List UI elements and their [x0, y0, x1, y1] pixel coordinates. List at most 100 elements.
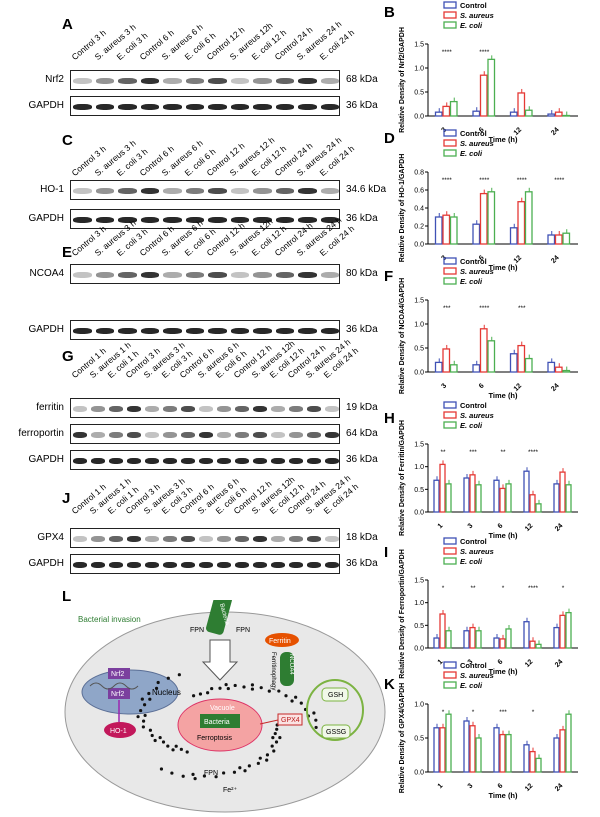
blot-band	[253, 536, 267, 542]
molecular-weight-label: 34.6 kDa	[346, 184, 387, 195]
gssg	[321, 724, 351, 739]
x-tick-label: 12	[524, 522, 535, 533]
blot-band	[217, 458, 231, 464]
nrf2-cytoplasm	[108, 668, 130, 679]
blot-band	[275, 217, 294, 223]
bar	[493, 479, 500, 513]
iron-dot	[314, 725, 318, 730]
panel-letter-i: I	[384, 544, 389, 561]
bar	[547, 234, 556, 245]
bar	[554, 111, 563, 117]
blot-band	[271, 458, 285, 464]
iron-dot	[275, 727, 279, 731]
blot-band	[217, 562, 231, 568]
blot-band	[145, 536, 159, 542]
bar	[529, 494, 536, 513]
blot-band	[181, 406, 195, 412]
blot-band	[181, 562, 195, 568]
y-tick-label: 0.0	[414, 242, 424, 249]
significance-label: ***	[499, 709, 507, 716]
bar	[553, 483, 560, 513]
bar	[523, 621, 530, 649]
blot-band	[140, 188, 159, 194]
blot-band	[320, 78, 339, 84]
fpn-label-b: FPN	[236, 627, 250, 634]
x-tick-label: 12	[513, 254, 524, 265]
iron-dot	[142, 703, 147, 707]
blot-band	[253, 328, 272, 334]
blot-band	[230, 188, 249, 194]
x-tick-label: 3	[467, 658, 475, 666]
blot-band	[73, 562, 87, 568]
y-axis-label: Relative Density of HO-1/GAPDH	[399, 154, 406, 263]
iron-dot	[147, 691, 151, 696]
blot-band	[298, 188, 317, 194]
bar	[445, 483, 452, 513]
blot-band	[208, 272, 227, 278]
panel-letter-d: D	[384, 130, 395, 147]
y-tick-label: 0.8	[414, 170, 424, 177]
blot-band	[253, 78, 272, 84]
blot-band	[95, 78, 114, 84]
iron-dot	[290, 699, 294, 703]
bar	[449, 100, 458, 117]
blot-strip	[70, 398, 340, 418]
blot-band	[140, 78, 159, 84]
blot-band	[325, 562, 339, 568]
bar	[499, 733, 506, 773]
vacuole-label: Vacuole	[210, 705, 235, 712]
blot-band	[307, 406, 321, 412]
iron-dot	[233, 683, 237, 688]
y-tick-label: 0.0	[414, 510, 424, 517]
blot-band	[145, 406, 159, 412]
blot-band	[235, 406, 249, 412]
blot-band	[217, 536, 231, 542]
blot-band	[185, 104, 204, 110]
blot-band	[127, 432, 141, 438]
blot-band	[109, 458, 123, 464]
significance-label: ****	[528, 449, 539, 456]
blot-band	[127, 536, 141, 542]
blot-band	[199, 406, 213, 412]
iron-dot	[143, 713, 147, 718]
blot-band	[163, 217, 182, 223]
bar	[499, 638, 506, 649]
legend-swatch	[443, 129, 457, 137]
bar	[499, 487, 506, 513]
iron-dot	[154, 686, 159, 691]
blot-band	[185, 328, 204, 334]
bar	[469, 725, 476, 773]
iron-dot	[312, 711, 316, 715]
blot-band	[118, 104, 137, 110]
bar	[439, 727, 446, 773]
blot-band	[235, 536, 249, 542]
blot-band	[199, 432, 213, 438]
iron-dot	[258, 756, 262, 760]
blot-band	[163, 104, 182, 110]
blot-band	[118, 272, 137, 278]
blot-band	[199, 458, 213, 464]
bar	[439, 613, 446, 649]
panel-letter-h: H	[384, 410, 395, 427]
blot-band	[307, 536, 321, 542]
blot-strip	[70, 264, 340, 284]
iron-dot	[177, 673, 181, 677]
blot-band	[145, 562, 159, 568]
blot-band	[271, 562, 285, 568]
bar	[505, 483, 512, 513]
panel-letter-f: F	[384, 268, 394, 285]
iron-dots	[136, 673, 318, 781]
gpx4-label: GPX4	[281, 717, 300, 724]
bar	[472, 364, 481, 373]
legend-label: E. coli	[460, 557, 483, 566]
significance-label: **	[440, 449, 446, 456]
molecular-weight-label: 68 kDa	[346, 74, 378, 85]
legend-label: Control	[460, 1, 487, 10]
bar	[523, 744, 530, 773]
bar	[442, 214, 451, 245]
bar	[554, 234, 563, 245]
blot-band	[320, 217, 339, 223]
blot-band	[109, 536, 123, 542]
blot-band	[275, 188, 294, 194]
bar	[463, 720, 470, 773]
